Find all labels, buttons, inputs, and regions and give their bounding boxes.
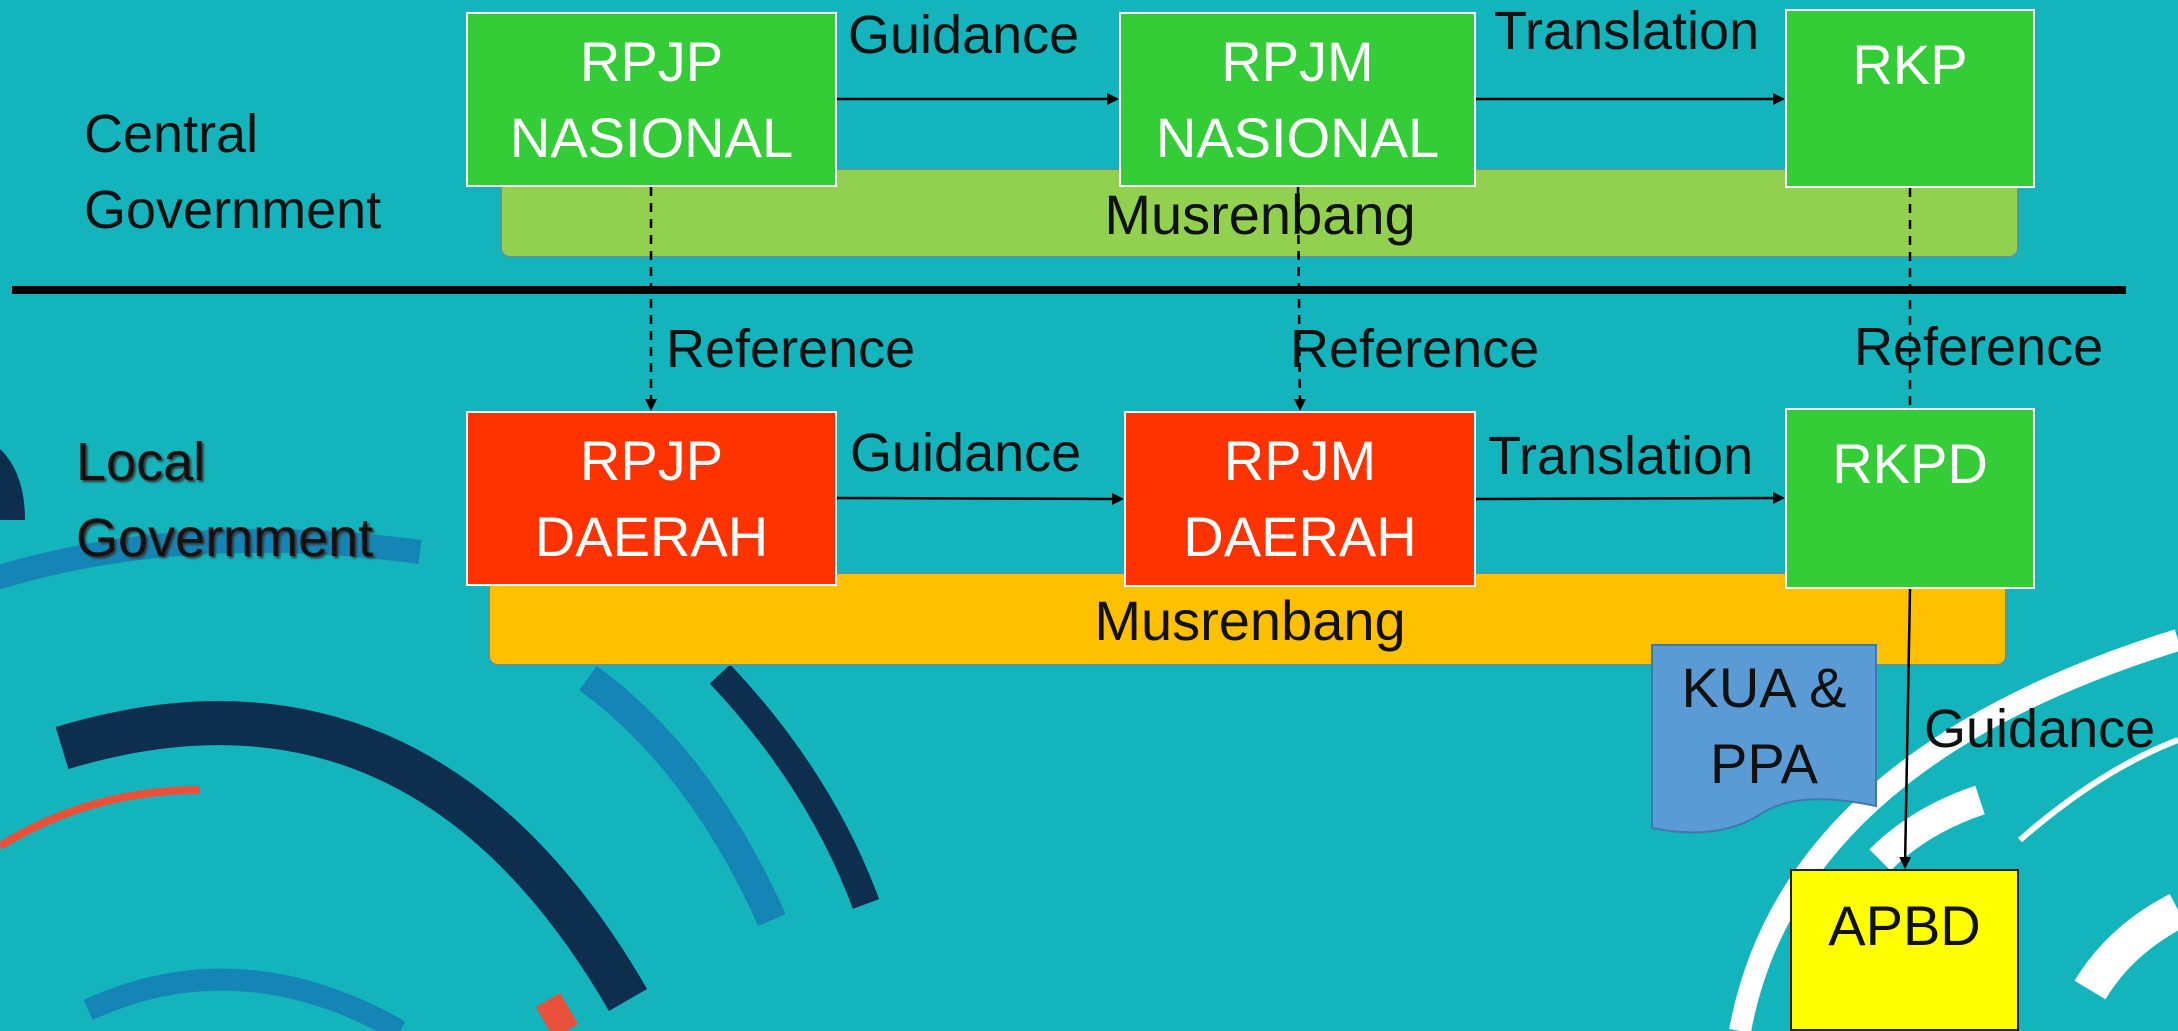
local-translation-arrow [1475,492,1785,505]
apbd-label: APBD [1828,894,1981,957]
central-musrenbang-label: Musrenbang [1104,183,1416,246]
rpjp-nasional-box: RPJP NASIONAL [466,12,837,187]
rpjp-daerah-box: RPJP DAERAH [466,411,837,586]
level-divider [12,286,2126,294]
central-government-label: Central Government [84,104,382,240]
reference-arrow-rpjm [1293,186,1306,411]
kua-ppa-label: KUA & PPA [1681,656,1847,795]
rkpd-box: RKPD [1785,408,2035,589]
local-government-label: Local Government [76,432,374,568]
local-translation-label: Translation [1488,426,1754,486]
rkp-box: RKP [1785,9,2035,188]
central-guidance-label: Guidance [848,5,1080,65]
reference-label-2: Reference [1290,319,1540,379]
apbd-box: APBD [1790,869,2019,1031]
reference-label-1: Reference [666,319,916,379]
local-musrenbang-label: Musrenbang [1094,589,1406,652]
apbd-guidance-label: Guidance [1924,699,2156,759]
reference-label-3: Reference [1854,317,2104,377]
local-guidance-label: Guidance [850,423,1082,483]
central-translation-label: Translation [1494,1,1760,61]
apbd-guidance-arrow [1899,588,1912,869]
rpjm-daerah-box: RPJM DAERAH [1124,411,1476,587]
rpjm-nasional-box: RPJM NASIONAL [1119,12,1476,187]
local-guidance-arrow [836,492,1124,505]
